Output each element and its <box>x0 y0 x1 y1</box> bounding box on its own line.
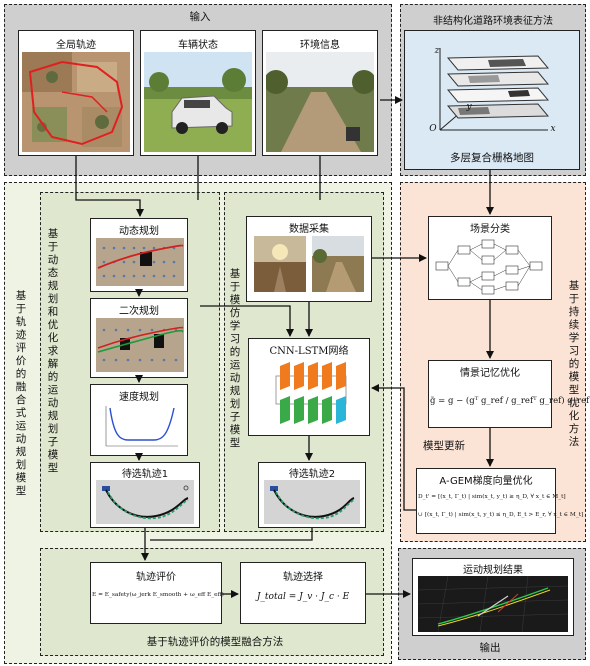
qp-map-image <box>96 318 184 372</box>
satellite-map-image <box>22 52 130 152</box>
imitation-vertical-label: 基于模仿学习的运动规划子模型 <box>229 268 241 449</box>
box-trajectory-selection <box>240 562 366 624</box>
evaluation-formula: E = E_safety(ω_jerk E_smooth + ω_eff E_e… <box>92 592 224 598</box>
axis-x-label: x <box>550 124 556 134</box>
box-data-collection-label: 数据采集 <box>289 224 329 235</box>
agem-formula-2: ∪ [(x_t, Γ_t) | sim(x_t, y_t) ≤ η_D, E_t… <box>418 512 584 518</box>
box-quadratic-programming-label: 二次规划 <box>119 306 159 317</box>
memory-formula: g̃ = g − (gᵀ g_ref / g_refᵀ g_ref) g_ref <box>430 396 590 406</box>
box-agem-optimization <box>416 468 556 534</box>
box-trajectory-selection-label: 轨迹选择 <box>283 572 323 583</box>
road-image <box>266 52 374 152</box>
agem-formula-1: D_t' = [(x_t, Γ_t) | sim(x_t, y_t) ≥ η_D… <box>418 494 566 500</box>
trajectory-1-image <box>96 480 194 524</box>
env-title: 非结构化道路环境表征方法 <box>433 16 553 27</box>
box-trajectory-evaluation-label: 轨迹评价 <box>136 572 176 583</box>
box-episodic-memory-label: 情景记忆优化 <box>460 368 520 379</box>
box-candidate-trajectory-2-label: 待选轨迹2 <box>288 469 336 480</box>
fusion-title: 基于轨迹评价的模型融合方法 <box>146 636 284 648</box>
input-title: 输入 <box>189 11 211 23</box>
multilayer-grid-image <box>428 46 558 136</box>
panel-global-trajectory-label: 全局轨迹 <box>56 40 96 51</box>
panel-environment-info-label: 环境信息 <box>300 40 340 51</box>
cnn-lstm-diagram <box>266 358 354 432</box>
axis-z-label: z <box>434 46 440 56</box>
box-planning-result-label: 运动规划结果 <box>463 565 523 576</box>
box-speed-planning-label: 速度规划 <box>119 392 159 403</box>
box-trajectory-evaluation <box>90 562 222 624</box>
speed-curve-image <box>98 402 182 452</box>
box-dynamic-programming-label: 动态规划 <box>119 226 159 237</box>
axis-origin-label: O <box>429 124 437 134</box>
selection-formula: J_total = J_v · J_c · E <box>256 592 350 602</box>
grid-map-label: 多层复合栅格地图 <box>450 152 534 164</box>
planning-result-image <box>418 576 568 632</box>
vehicle-image <box>144 52 252 152</box>
model-update-label: 模型更新 <box>423 440 465 452</box>
box-agem-label: A-GEM梯度向量优化 <box>439 476 533 487</box>
box-scene-classification-label: 场景分类 <box>470 224 510 235</box>
data-collection-image-2 <box>312 236 364 292</box>
continual-vertical-label: 基于持续学习的模型优化方法 <box>568 280 580 448</box>
scene-tree-diagram <box>434 236 546 296</box>
output-title: 输出 <box>479 642 501 654</box>
dp-map-image <box>96 238 184 286</box>
left-vertical-label: 基于轨迹评价的融合式运动规划模型 <box>15 290 27 497</box>
data-collection-image-1 <box>254 236 306 292</box>
box-candidate-trajectory-1-label: 待选轨迹1 <box>121 469 169 480</box>
axis-y-label: y <box>466 102 472 112</box>
box-episodic-memory <box>428 360 552 428</box>
dynamic-vertical-label: 基于动态规划和优化求解的运动规划子模型 <box>47 228 59 474</box>
box-cnn-lstm-label: CNN-LSTM网络 <box>269 346 349 357</box>
trajectory-2-image <box>264 480 360 524</box>
panel-vehicle-state-label: 车辆状态 <box>178 40 218 51</box>
